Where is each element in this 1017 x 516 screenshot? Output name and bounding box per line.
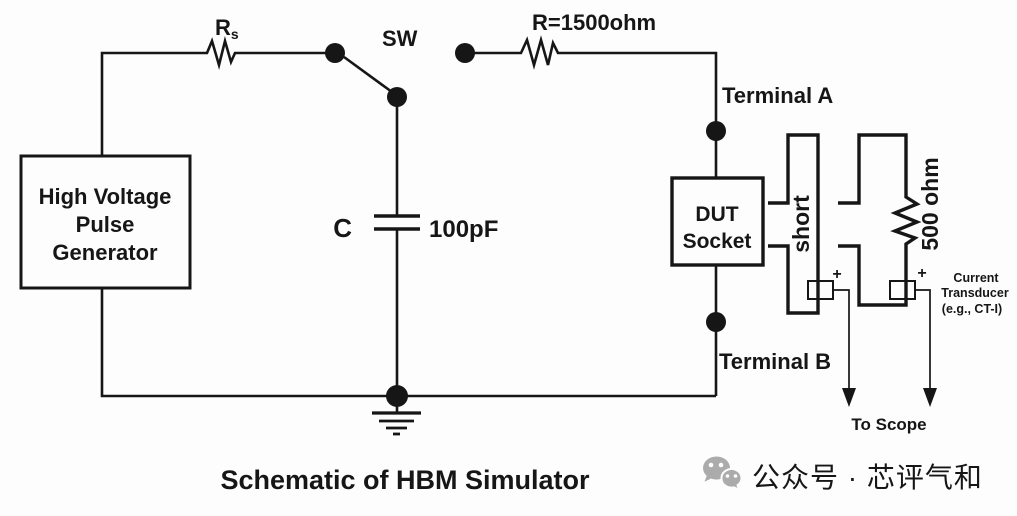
svg-text:Generator: Generator — [52, 240, 158, 265]
wire-hv-to-switch — [100, 35, 335, 157]
node-dot-terminal-a — [706, 121, 726, 141]
svg-text:Current: Current — [953, 271, 999, 285]
wire-bottom-rail — [100, 288, 716, 398]
capacitor-value: 100pF — [429, 216, 498, 243]
scope-lead-r500 — [915, 289, 931, 390]
switch-label: SW — [382, 26, 418, 51]
dut-socket-box — [670, 176, 765, 267]
svg-text:Pulse: Pulse — [76, 212, 135, 237]
node-dot-terminal-b — [706, 312, 726, 332]
terminal-b-label: Terminal B — [719, 349, 831, 374]
diagram-title: Schematic of HBM Simulator — [220, 465, 590, 495]
node-dot-ground — [386, 385, 408, 407]
r500-loop-wire — [838, 133, 922, 307]
arrow-down-icon — [923, 388, 937, 407]
svg-text:Transducer: Transducer — [941, 286, 1009, 300]
terminal-a-label: Terminal A — [722, 83, 833, 108]
node-dot-switch-right — [455, 43, 475, 63]
node-dot-switch-pole — [387, 87, 407, 107]
short-loop-wire — [768, 133, 820, 315]
scope-lead-short — [833, 289, 850, 390]
svg-text:(e.g., CT-I): (e.g., CT-I) — [942, 302, 1002, 316]
to-scope-label: To Scope — [851, 415, 926, 434]
r1500-label: R=1500ohm — [532, 10, 656, 35]
svg-text:Socket: Socket — [683, 230, 752, 253]
plus-sign-r500: + — [917, 265, 926, 282]
hv-generator-box — [19, 154, 192, 290]
rs-resistor-label: Rs — [215, 15, 239, 42]
plus-sign-short: + — [832, 266, 841, 283]
short-label: short — [788, 195, 814, 253]
svg-text:High Voltage: High Voltage — [39, 184, 172, 209]
dut-socket-label: DUT Socket — [683, 203, 752, 253]
switch-blade — [343, 55, 393, 94]
hv-generator-label: High Voltage Pulse Generator — [39, 184, 172, 265]
wire-r1500-to-dut — [465, 35, 718, 178]
r500-label: 500 ohm — [917, 157, 943, 250]
svg-text:DUT: DUT — [695, 203, 738, 226]
capacitor-label: C — [333, 213, 352, 243]
current-transducer-short — [807, 280, 834, 300]
watermark-text: 公众号 · 芯评气和 — [752, 462, 983, 493]
arrow-down-icon — [842, 388, 856, 407]
wechat-icon — [703, 456, 743, 493]
current-transducer-label: Current Transducer (e.g., CT-I) — [941, 271, 1009, 316]
current-transducer-r500 — [889, 280, 916, 300]
node-dot-switch-left — [325, 43, 345, 63]
